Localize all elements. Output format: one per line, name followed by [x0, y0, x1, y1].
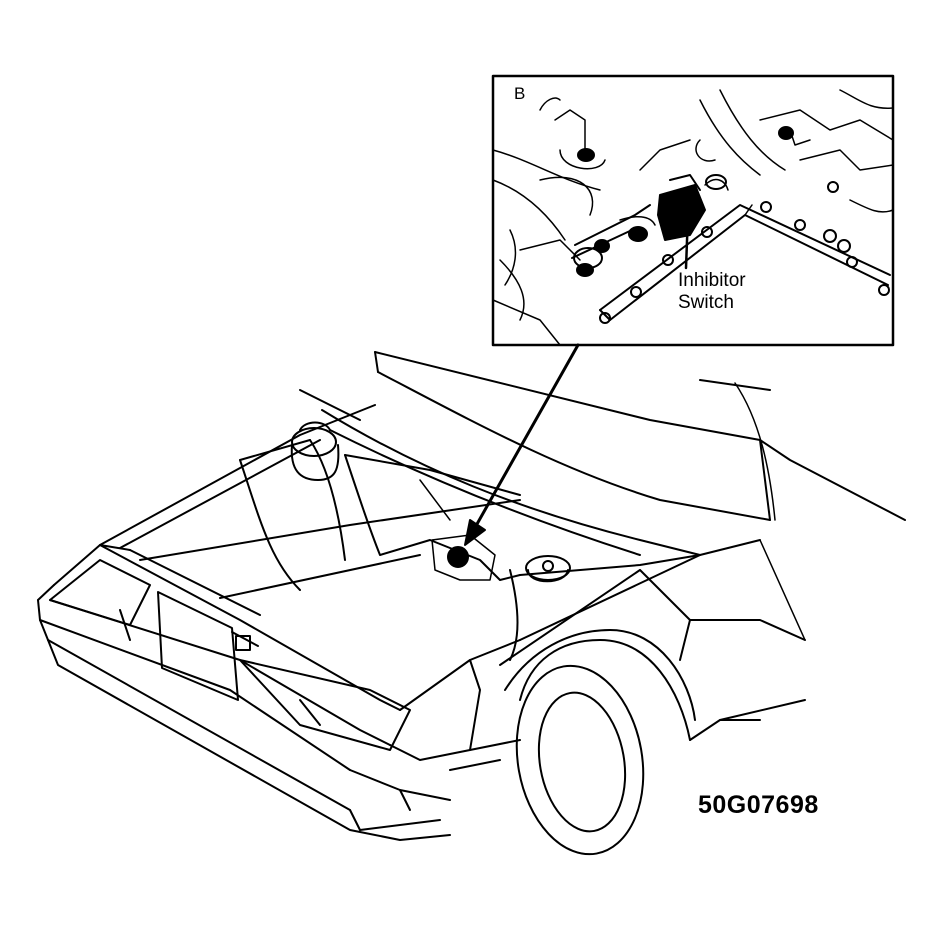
left-fender-edge	[99, 404, 376, 546]
figure-code: 50G07698	[698, 791, 819, 819]
detail-inset	[491, 74, 895, 347]
left-headlamp	[49, 559, 151, 626]
reservoir-cap-left	[291, 427, 337, 457]
inhibitor-switch-body	[657, 184, 706, 241]
detail-view-label: B	[514, 84, 526, 103]
right-headlamp	[239, 659, 411, 751]
callout-leader	[684, 212, 690, 270]
front-header	[99, 544, 401, 711]
car-illustration	[37, 351, 906, 856]
front-wheel-tire	[515, 664, 645, 856]
reservoir-cap-right	[525, 555, 571, 581]
windshield	[374, 351, 906, 521]
inhibitor-switch-label: Inhibitor Switch	[678, 270, 746, 313]
license-plate	[157, 591, 239, 701]
front-bumper	[47, 639, 451, 841]
component-location-dot	[447, 546, 469, 568]
right-fender-edge	[519, 539, 761, 641]
front-wheel-rim	[537, 691, 627, 833]
cowl	[321, 409, 701, 556]
location-arrow	[464, 343, 580, 546]
